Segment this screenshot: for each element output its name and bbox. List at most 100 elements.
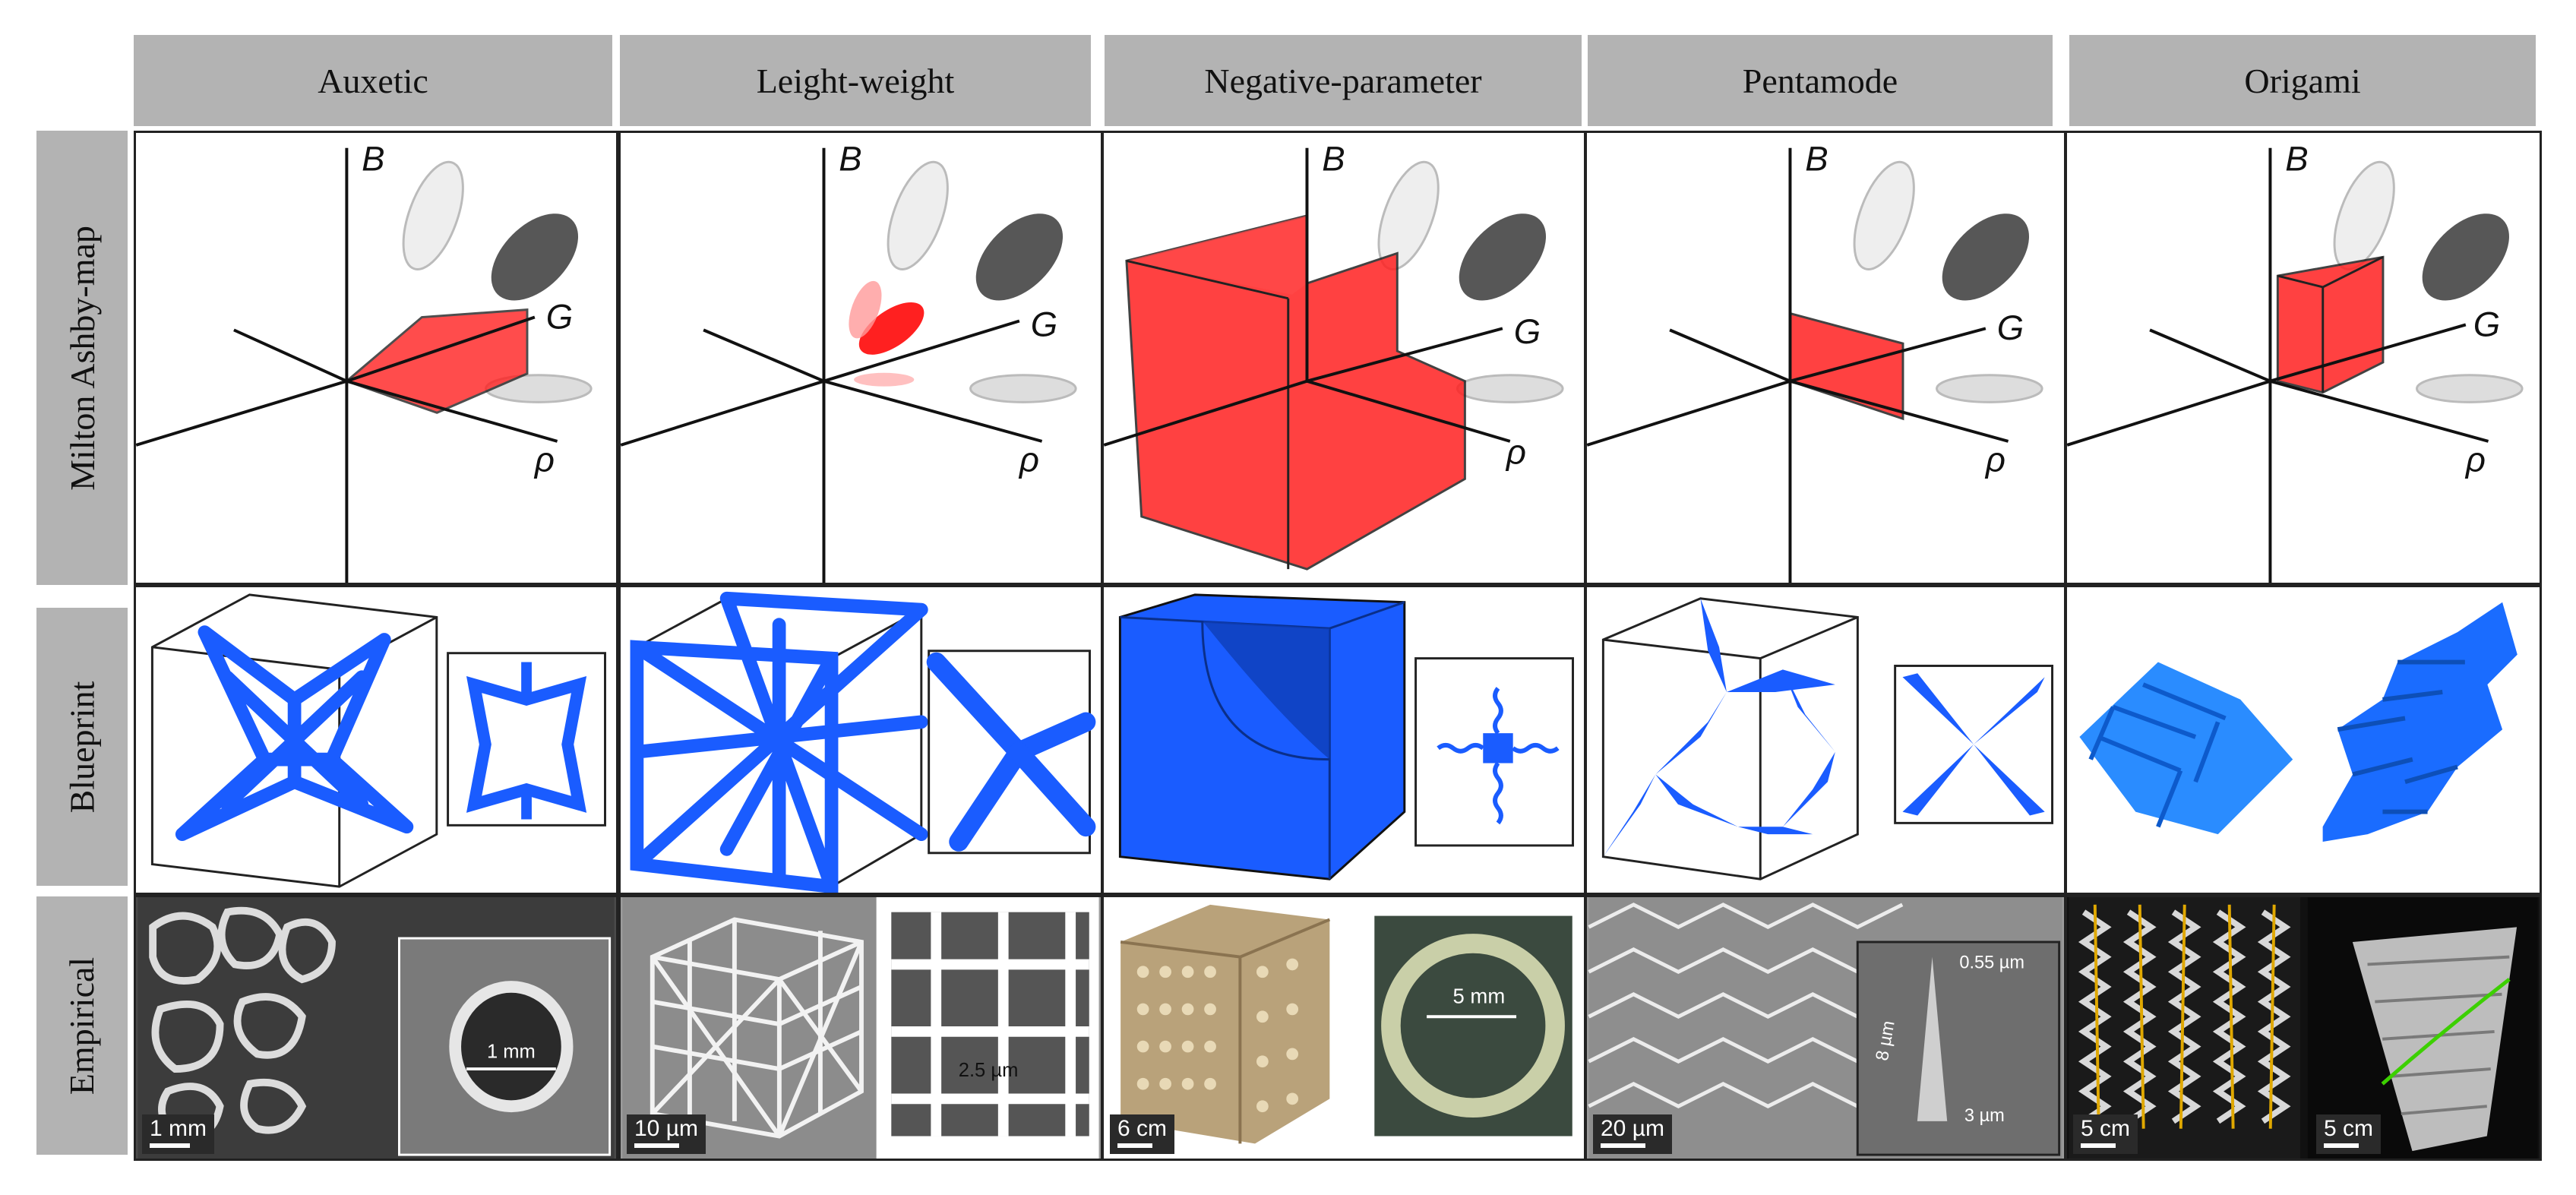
- origami-sheet: [2079, 662, 2293, 835]
- scale-bar-label: 5 cm: [2081, 1116, 2131, 1141]
- scale-bar: 20 µm: [1593, 1114, 1672, 1154]
- b-axis-label: B: [1805, 139, 1828, 178]
- cutaway-edge: [1201, 621, 1330, 761]
- blue-cube: [1118, 593, 1406, 880]
- inset-dimension-label: 2.5 µm: [959, 1060, 1019, 1081]
- scale-bar-label: 6 cm: [1117, 1116, 1168, 1141]
- g-axis-label: G: [1514, 312, 1541, 351]
- origami-sheet-illustration: [2079, 602, 2518, 842]
- rho-axis-label: ρ: [2464, 440, 2486, 479]
- inset-dimension-label: 0.55 µm: [1959, 952, 2024, 972]
- inset-struts: [891, 912, 1089, 1137]
- foam-pore: [449, 981, 574, 1113]
- scale-bar: 1 mm: [142, 1114, 214, 1154]
- row-header-label: Blueprint: [62, 681, 102, 813]
- pentamode-micrograph: 0.55 µm 8 µm 3 µm: [1588, 897, 2062, 1159]
- cube-edge: [1126, 259, 1289, 300]
- g-axis-label: G: [1997, 308, 2024, 347]
- dark-ellipse: [491, 213, 579, 301]
- rho-axis: [346, 379, 558, 443]
- axis-line: [703, 328, 825, 383]
- ashby-map-negative-parameter: B G ρ: [1102, 131, 1586, 585]
- column-header-auxetic: Auxetic: [134, 35, 612, 126]
- cutaway: [1202, 621, 1330, 760]
- scale-bar: 5 cm: [2316, 1114, 2382, 1154]
- scale-bar-line: [2324, 1143, 2359, 1148]
- axis-line: [136, 379, 347, 447]
- light-ellipse: [1456, 374, 1564, 403]
- empirical-pentamode: 0.55 µm 8 µm 3 µm 20 µm: [1585, 895, 2066, 1161]
- scale-bar-label: 10 µm: [634, 1116, 698, 1141]
- column-header-label: Auxetic: [318, 61, 428, 100]
- ashby-map-origami: B G ρ: [2065, 131, 2542, 585]
- g-axis: [823, 319, 1020, 383]
- red-region-top: [1126, 215, 1307, 295]
- auxetic-lattice-illustration: [150, 593, 606, 888]
- cube-edge: [2277, 274, 2324, 289]
- scale-bar-label: 20 µm: [1601, 1116, 1664, 1141]
- b-axis-label: B: [1322, 139, 1345, 178]
- light-ellipse: [1853, 160, 1915, 270]
- dark-ellipse: [1459, 213, 1547, 301]
- column-header-label: Negative-parameter: [1204, 61, 1482, 100]
- b-axis-label: B: [839, 139, 861, 178]
- light-ellipse: [887, 160, 949, 270]
- dark-ellipse: [1942, 213, 2030, 301]
- resonator-core: [1483, 733, 1513, 763]
- scale-bar: 6 cm: [1110, 1114, 1175, 1154]
- column-header-pentamode: Pentamode: [1588, 35, 2053, 126]
- empirical-auxetic: 1 mm 1 mm: [134, 895, 618, 1161]
- red-region: [2276, 255, 2385, 394]
- empirical-origami: 5 cm 5 cm: [2065, 895, 2542, 1161]
- inset-dimension-label: 5 mm: [1452, 985, 1505, 1008]
- yellow-guides: [2093, 904, 2276, 1129]
- axis-line: [233, 328, 348, 383]
- g-axis: [1789, 327, 1987, 383]
- resonator-springs: [1437, 687, 1560, 825]
- octet-truss-illustration: [630, 591, 1096, 893]
- foam-cells: [149, 906, 336, 1141]
- blueprint-origami: [2065, 585, 2542, 895]
- ashby-plot-pentamode: B G ρ: [1587, 139, 2043, 583]
- cube-outline: [1601, 597, 1859, 880]
- pentamode-struts: [1588, 903, 1904, 1108]
- cube-edge: [2322, 256, 2384, 289]
- scale-bar-line: [150, 1143, 190, 1148]
- rho-axis: [2269, 379, 2489, 443]
- block-edge: [1120, 918, 1331, 1144]
- pentamode-cones: [1603, 598, 1835, 857]
- reentrant-cell: [466, 676, 587, 813]
- dark-ellipse: [975, 213, 1064, 301]
- auxetic-struts: [175, 625, 414, 842]
- cube-edge: [1120, 601, 1405, 630]
- blueprint-lightweight: [618, 585, 1103, 895]
- column-header-negative-parameter: Negative-parameter: [1105, 35, 1582, 126]
- scale-bar: 5 cm: [2073, 1114, 2138, 1154]
- axis-line: [1587, 379, 1791, 447]
- cone-feature: [1917, 956, 1948, 1121]
- resonator-block-photo: 5 mm: [1120, 904, 1572, 1144]
- ashby-map-lightweight: B G ρ: [618, 131, 1103, 585]
- b-axis-label: B: [2285, 139, 2308, 178]
- g-axis: [346, 315, 536, 383]
- ashby-plot-lightweight: B G ρ: [621, 139, 1077, 583]
- inset-dimension-label: 1 mm: [487, 1041, 536, 1062]
- scale-bar-label: 1 mm: [150, 1116, 207, 1141]
- column-header-label: Leight-weight: [756, 61, 955, 100]
- ashby-plot-origami: B G ρ: [2067, 139, 2524, 583]
- resonator-cube-illustration: [1118, 593, 1574, 880]
- resonator-ring: [1381, 934, 1565, 1118]
- row-header-blueprint: Blueprint: [36, 608, 128, 886]
- fold-lines: [2088, 682, 2227, 828]
- axis-line: [2067, 379, 2271, 447]
- scale-bar-line: [634, 1143, 679, 1148]
- folded-sheet: [2322, 602, 2518, 842]
- origami-photos: [2069, 897, 2538, 1159]
- column-header-origami: Origami: [2069, 35, 2536, 126]
- light-ellipse: [969, 374, 1077, 403]
- g-axis: [2269, 323, 2467, 383]
- row-header-empirical: Empirical: [36, 896, 128, 1155]
- node-struts: [926, 652, 1096, 852]
- blueprint-auxetic: [134, 585, 618, 895]
- rho-axis-label: ρ: [1018, 440, 1039, 479]
